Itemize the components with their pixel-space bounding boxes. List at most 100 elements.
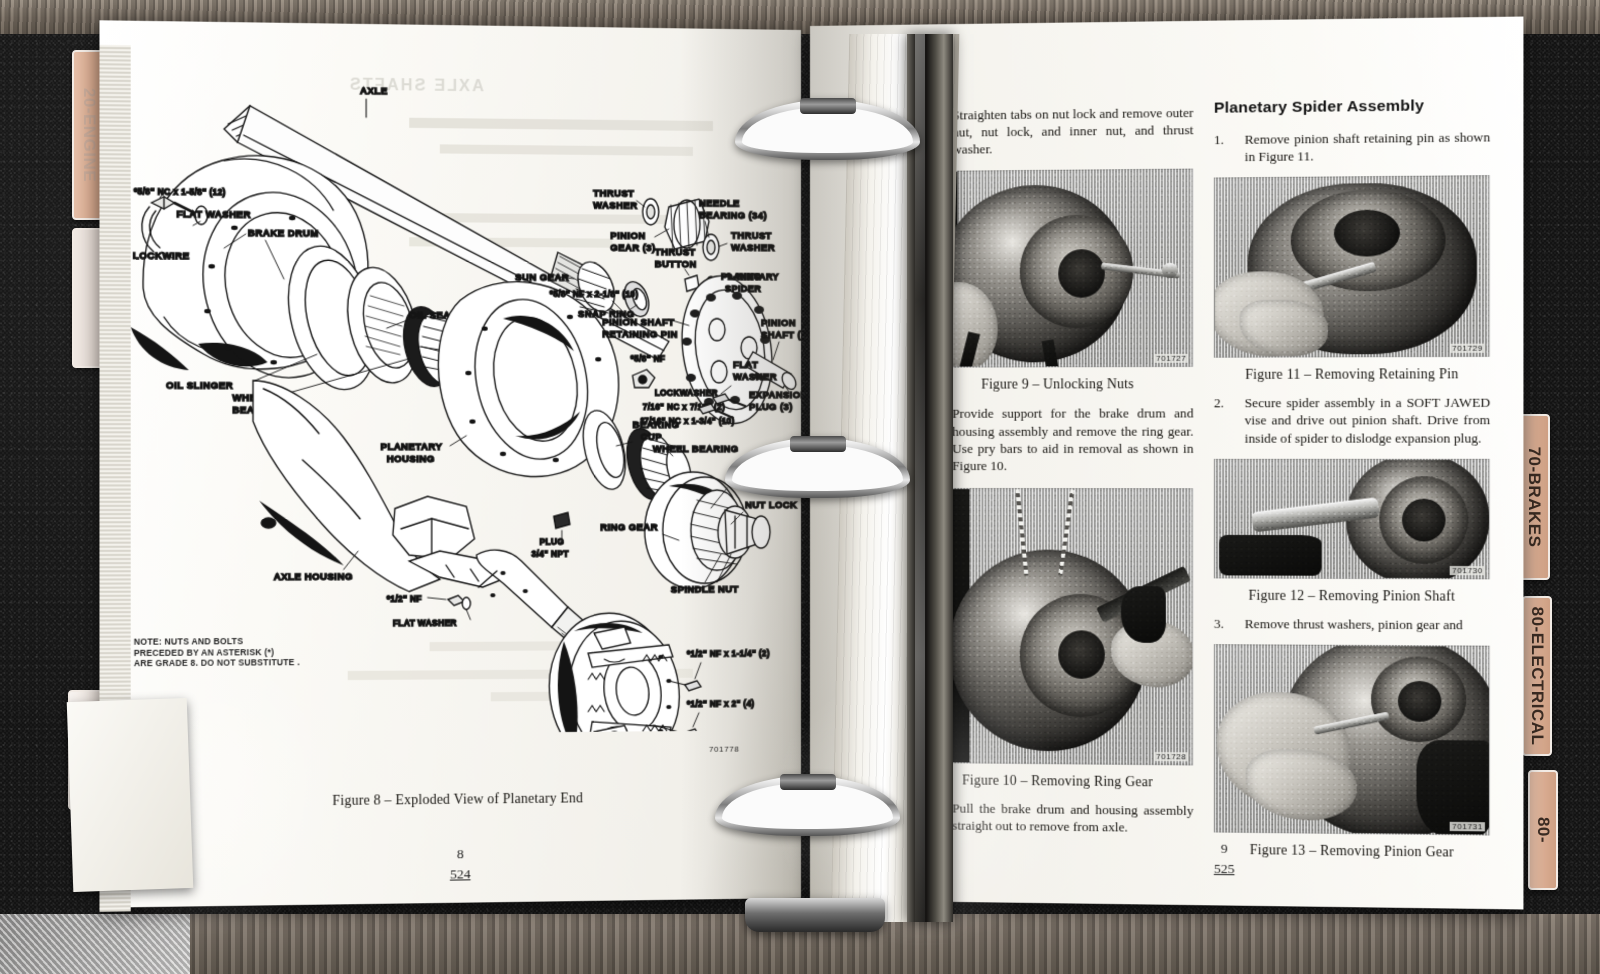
spider-step-1-text: Remove pinion shaft retaining pin as sho… bbox=[1244, 129, 1491, 165]
spider-step-1-number: 1. bbox=[1213, 131, 1225, 148]
open-binder: AXLE SHAFTS AXLE bbox=[78, 16, 1524, 950]
left-page-numbers: 8 524 bbox=[307, 844, 613, 884]
index-tab-80-secondary[interactable]: 80- bbox=[1528, 770, 1558, 890]
fig12-image-number: 701730 bbox=[1449, 565, 1485, 576]
binder-ring-middle[interactable] bbox=[725, 436, 910, 498]
section-heading: Planetary Spider Assembly bbox=[1213, 97, 1425, 117]
index-tab-80-electrical[interactable]: 80-ELECTRICAL bbox=[1522, 596, 1552, 756]
note-line-3: ARE GRADE 8. DO NOT SUBSTITUTE . bbox=[133, 657, 300, 669]
index-tab-80-secondary-label: 80- bbox=[1534, 816, 1553, 844]
callout-flat-washer-3a: FLAT bbox=[733, 360, 758, 371]
fig11-halftone-grain bbox=[1214, 176, 1490, 358]
callout-expansion-plug-b: PLUG (3) bbox=[749, 402, 793, 413]
binder-ring-bottom[interactable] bbox=[715, 774, 900, 836]
callout-thrust-washer-1a: THRUST bbox=[593, 188, 634, 199]
callout-needle-bearing-b: BEARING (34) bbox=[699, 210, 767, 221]
fig13-halftone-grain bbox=[1214, 645, 1490, 835]
figure-12-photo: 701730 bbox=[1213, 458, 1491, 580]
fig9-halftone-grain bbox=[923, 170, 1193, 368]
callout-brake-drum: BRAKE DRUM bbox=[248, 228, 319, 240]
figure-9-caption: Figure 9 – Unlocking Nuts bbox=[981, 376, 1134, 393]
spider-step-2: 2. Secure spider assembly in a SOFT JAWE… bbox=[1214, 394, 1490, 447]
small-bolts-group bbox=[699, 394, 745, 418]
note-line-1: NUTS AND BOLTS bbox=[161, 636, 244, 647]
callout-bearing-cup-2b: CUP bbox=[641, 432, 662, 443]
left-book-page-number: 524 bbox=[449, 866, 471, 882]
spider-step-1: 1. Remove pinion shaft retaining pin as … bbox=[1214, 128, 1490, 165]
bolt-and-flat-washer-part bbox=[142, 196, 208, 252]
callout-planetary-spider-a: PLANETARY bbox=[721, 272, 779, 282]
callout-planetary-housing-a: PLANETARY bbox=[381, 442, 443, 453]
callout-thrust-button-b: BUTTON bbox=[655, 259, 697, 270]
pinion-shaft-part bbox=[745, 352, 797, 392]
callout-bolt-716-a: 7/16" NC x 7/16" (2) bbox=[643, 402, 726, 412]
callout-plug-a: PLUG bbox=[540, 537, 565, 547]
spider-step-3: 3. Remove thrust washers, pinion gear an… bbox=[1214, 615, 1490, 634]
callout-nut-58-nf: *5/8" NF bbox=[631, 353, 666, 363]
exploded-view-drawing: AXLE bbox=[130, 85, 801, 736]
half-inch-bolt-part bbox=[448, 595, 470, 609]
step-10-text: Pull the brake drum and housing assembly… bbox=[952, 800, 1194, 835]
left-page-number: 8 bbox=[456, 846, 464, 862]
callout-axle: AXLE bbox=[360, 86, 388, 97]
right-page-numbers: 9 525 bbox=[1143, 840, 1307, 878]
fig10-image-number: 701728 bbox=[1154, 752, 1189, 762]
left-drawing-number: 701778 bbox=[708, 744, 740, 754]
callout-pinion-gear-a: PINION bbox=[610, 231, 645, 242]
fig12-halftone-grain bbox=[1214, 459, 1490, 579]
callout-pinion-shaft-b: SHAFT (3) bbox=[761, 330, 801, 341]
callout-thrust-washer-1b: WASHER bbox=[593, 200, 637, 211]
callout-flat-washer-3b: WASHER bbox=[733, 372, 777, 383]
callout-axle-housing: AXLE HOUSING bbox=[274, 572, 353, 583]
sun-gear-part bbox=[550, 252, 622, 317]
callout-expansion-plug-a: EXPANSION bbox=[749, 390, 801, 401]
callout-pinion-shaft-a: PINION bbox=[761, 318, 796, 329]
binder-ring-top[interactable] bbox=[735, 98, 920, 160]
drawing-note: NOTE: NUTS AND BOLTS PRECEDED BY AN ASTE… bbox=[134, 635, 382, 669]
callout-planetary-housing-b: HOUSING bbox=[387, 454, 435, 465]
callout-flat-washer-2: FLAT WASHER bbox=[393, 618, 457, 628]
step-8: 8. Straighten tabs on nut lock and remov… bbox=[922, 104, 1193, 159]
callout-oil-slinger: OIL SLINGER bbox=[166, 380, 233, 391]
nut-58-nf-part bbox=[633, 369, 655, 387]
index-tab-70-brakes-label: 70-BRAKES bbox=[1525, 446, 1544, 548]
callout-lockwasher: LOCKWASHER bbox=[655, 388, 718, 398]
callout-oil-seal: OIL SEAL bbox=[409, 310, 457, 321]
spider-step-3-number: 3. bbox=[1213, 615, 1225, 631]
plug-part bbox=[554, 512, 570, 528]
callout-bolt-12-nf-2: *1/2" NF x 2" (4) bbox=[687, 698, 755, 708]
right-page-left-column: 8. Straighten tabs on nut lock and remov… bbox=[922, 104, 1194, 837]
callout-thrust-washer-2b: WASHER bbox=[731, 243, 775, 254]
right-book-page-number: 525 bbox=[1213, 860, 1235, 877]
callout-lockwire: LOCKWIRE bbox=[133, 251, 190, 262]
callout-ring-gear: RING GEAR bbox=[600, 522, 658, 533]
callout-spindle-nut: SPINDLE NUT bbox=[671, 584, 739, 595]
figure-9-photo: 701727 bbox=[922, 169, 1194, 369]
callout-snap-ring: SNAP RING bbox=[578, 309, 635, 320]
fig13-image-number: 701731 bbox=[1449, 821, 1485, 832]
step-9-text: Provide support for the brake drum and h… bbox=[952, 405, 1194, 473]
callout-bolt-58-nc: *5/8" NC x 1-5/8" (12) bbox=[134, 186, 226, 197]
pinion-gear-part bbox=[665, 199, 709, 250]
spider-step-2-number: 2. bbox=[1213, 395, 1225, 411]
callout-pinion-shaft-pin-a: PINION SHAFT bbox=[602, 317, 674, 328]
spider-step-2-text: Secure spider assembly in a SOFT JAWED v… bbox=[1244, 394, 1491, 446]
right-page-number: 9 bbox=[1220, 840, 1228, 856]
callout-wheel-bearing-2: WHEEL BEARING bbox=[653, 444, 739, 455]
left-page: AXLE SHAFTS AXLE bbox=[78, 20, 801, 941]
callout-bolt-12-nf: *1/2" NF bbox=[387, 594, 422, 604]
figure-12-caption: Figure 12 – Removing Pinion Shaft bbox=[1248, 587, 1456, 604]
callout-nut-lock: NUT LOCK bbox=[745, 500, 797, 511]
callout-bolt-58-nf: *5/8" NF x 2-1/8" (10) bbox=[550, 289, 639, 299]
callout-planetary-spider-b: SPIDER bbox=[725, 284, 761, 294]
note-prefix: NOTE: bbox=[133, 636, 162, 647]
binder-ring-base-plate bbox=[745, 898, 885, 932]
planetary-spider-part bbox=[673, 270, 781, 430]
callout-flat-washer-1: FLAT WASHER bbox=[176, 209, 251, 221]
thrust-button-part bbox=[685, 275, 699, 291]
binder-spine-mechanism bbox=[907, 34, 953, 922]
index-tab-80-electrical-label: 80-ELECTRICAL bbox=[1528, 606, 1547, 746]
callout-pinion-shaft-pin-b: RETAINING PIN bbox=[602, 329, 678, 340]
callout-thrust-button-a: THRUST bbox=[655, 247, 696, 258]
